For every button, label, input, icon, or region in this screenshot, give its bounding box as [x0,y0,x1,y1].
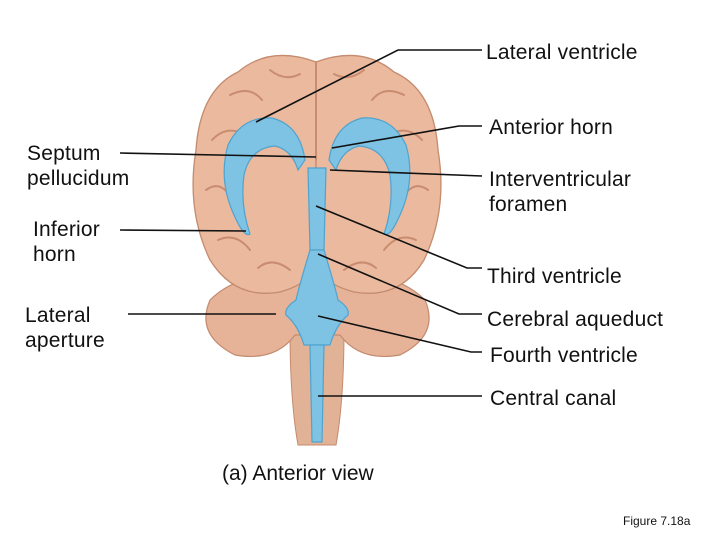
label-central-canal: Central canal [490,387,617,410]
label-fourth-ventricle: Fourth ventricle [490,344,638,367]
leader-inferior-horn [119,229,247,232]
label-interventricular-foramen: Interventricular foramen [489,168,632,216]
leader-fourth-ventricle [317,315,482,353]
leader-cerebral-aqueduct [317,253,482,315]
left-hemisphere [192,54,317,294]
central-canal-shape [309,344,325,443]
leader-lateral-ventricle [255,49,482,123]
right-lateral-ventricle [328,117,411,236]
leader-third-ventricle [315,205,482,269]
leader-septum-pellucidum [119,152,317,158]
label-lateral-ventricle: Lateral ventricle [486,41,638,64]
label-cerebral-aqueduct: Cerebral aqueduct [487,308,664,331]
leader-interventricular-foramen [329,169,483,177]
leader-lines [119,49,483,397]
leader-anterior-horn [331,125,482,149]
figure-number: Figure 7.18a [623,514,691,528]
label-inferior-horn: Inferior horn [33,218,100,266]
label-septum-pellucidum: Septum pellucidum [27,142,130,190]
label-lateral-aperture: Lateral aperture [25,304,105,352]
right-hemisphere [315,54,442,294]
brain-illustration [192,54,442,446]
figure-caption: (a) Anterior view [222,462,374,485]
label-third-ventricle: Third ventricle [487,265,622,288]
fourth-ventricle-shape [285,249,349,346]
label-anterior-horn: Anterior horn [489,116,613,139]
